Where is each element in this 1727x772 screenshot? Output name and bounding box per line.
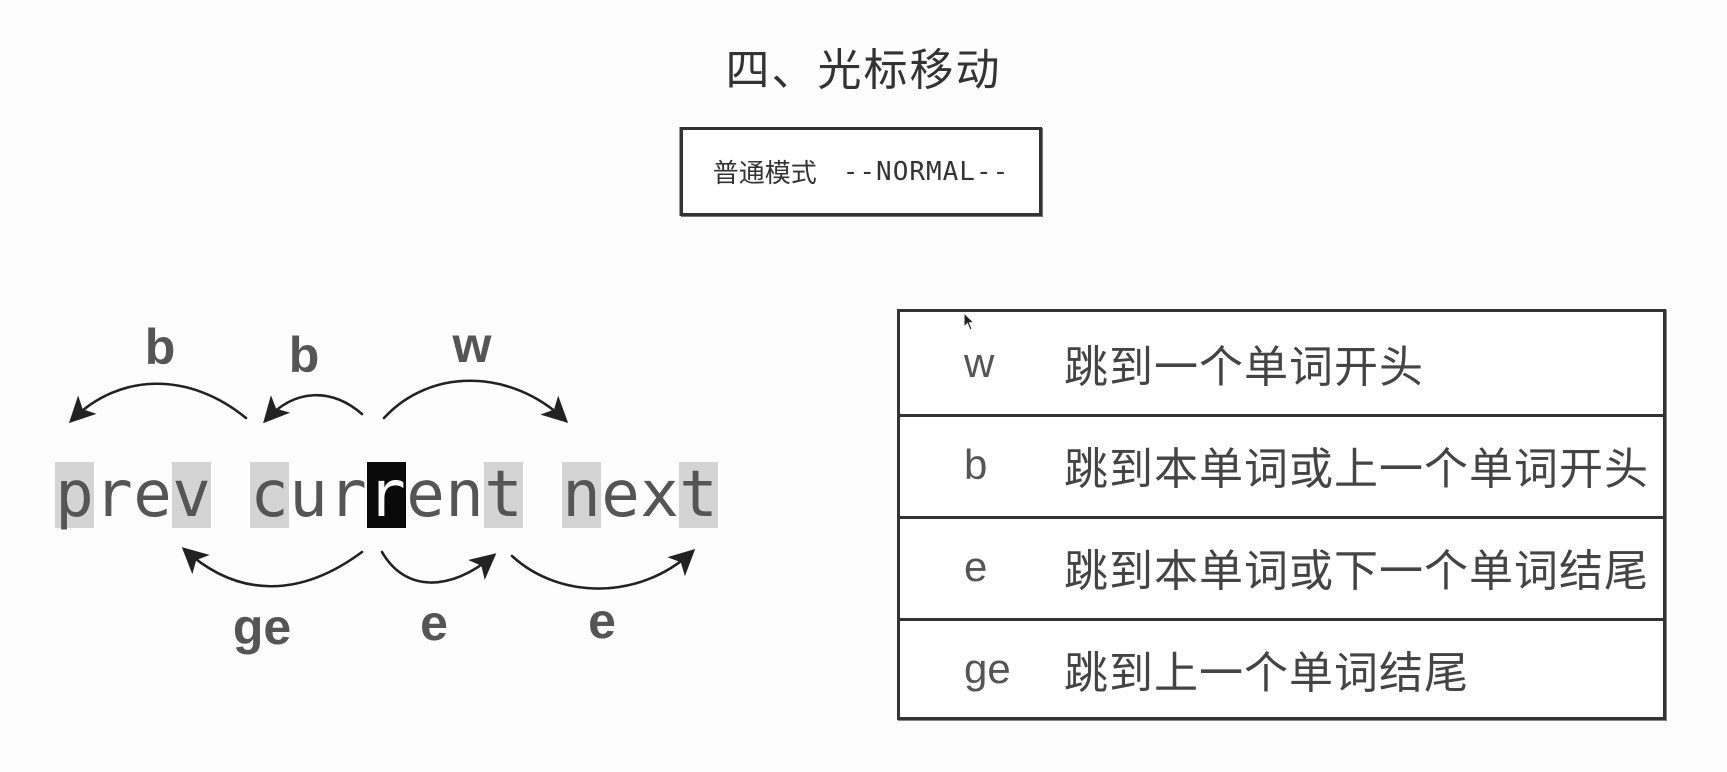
mode-indicator: 普通模式 --NORMAL-- (680, 127, 1042, 216)
word-boundary-char: n (562, 458, 601, 532)
table-row: b 跳到本单词或上一个单词开头 (900, 414, 1663, 516)
motion-arrows-diagram: b b w ge e e (68, 317, 696, 655)
table-divider (900, 414, 1663, 417)
label-ge: ge (233, 599, 291, 655)
mode-name-cn: 普通模式 (712, 159, 817, 189)
motion-description: 跳到一个单词开头 (1064, 342, 1424, 393)
label-w: w (452, 317, 492, 373)
word-boundary-char: v (172, 458, 211, 532)
word-char: x (640, 458, 679, 532)
word-gap (523, 462, 562, 528)
label-b-near: b (289, 327, 320, 383)
word-gap (211, 462, 250, 528)
table-row: ge 跳到上一个单词结尾 (900, 618, 1663, 720)
arc-b-far (68, 382, 248, 424)
arc-ge (181, 547, 364, 588)
table-row: w 跳到一个单词开头 (900, 312, 1663, 414)
word-boundary-char: t (484, 458, 523, 532)
label-b-far: b (145, 319, 176, 375)
word-char: r (328, 458, 367, 532)
motion-key: b (964, 441, 988, 488)
word-char: n (445, 458, 484, 532)
word-boundary-char: c (250, 458, 289, 532)
table-row: e 跳到本单词或下一个单词结尾 (900, 516, 1663, 618)
mode-name-en: --NORMAL-- (842, 156, 1010, 187)
motion-description: 跳到本单词或上一个单词开头 (1064, 444, 1649, 495)
motion-key: w (964, 339, 995, 386)
label-e-near: e (420, 595, 448, 651)
motion-key: ge (964, 645, 1011, 692)
arc-e-far (510, 549, 696, 590)
label-e-far: e (588, 593, 616, 649)
motion-description: 跳到上一个单词结尾 (1064, 648, 1469, 699)
table-divider (900, 516, 1663, 519)
page-title: 四、光标移动 (725, 45, 1002, 96)
motion-table: w 跳到一个单词开头 b 跳到本单词或上一个单词开头 e 跳到本单词或下一个单词结尾 ge 跳… (897, 309, 1666, 720)
arc-w (382, 379, 569, 423)
word-char: r (94, 458, 133, 532)
word-char: u (289, 458, 328, 532)
word-boundary-char: t (679, 458, 718, 532)
motion-description: 跳到本单词或下一个单词结尾 (1064, 546, 1649, 597)
word-char: e (601, 458, 640, 532)
arc-b-near (263, 393, 364, 424)
word-char: e (133, 458, 172, 532)
mouse-pointer-icon (963, 312, 976, 331)
arc-e-near (380, 550, 497, 584)
word-char: e (406, 458, 445, 532)
word-boundary-char: p (55, 458, 94, 532)
table-divider (900, 618, 1663, 621)
motion-key: e (964, 543, 988, 590)
cursor-char: r (367, 458, 406, 532)
